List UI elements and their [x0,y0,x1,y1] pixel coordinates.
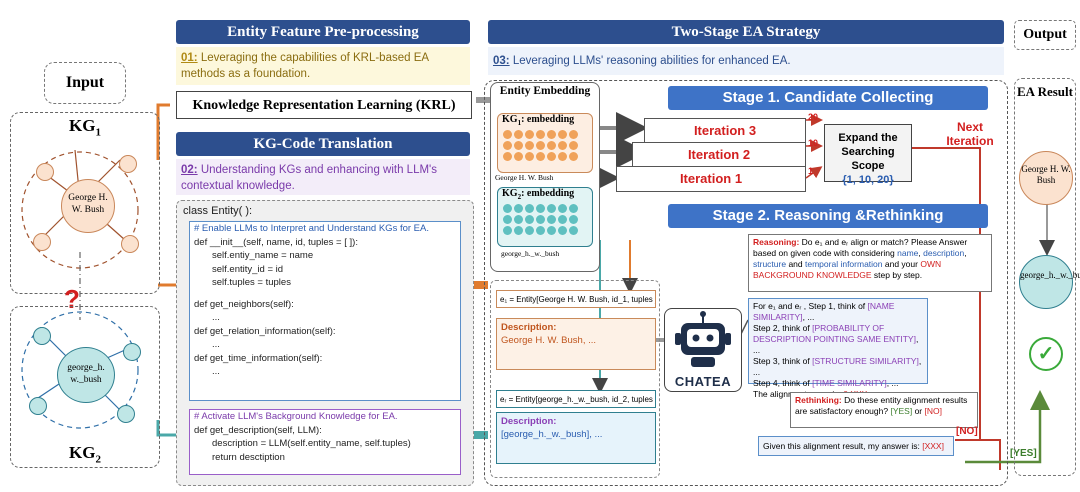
output-title: Output [1023,27,1067,42]
step02-box: 02: Understanding KGs and enhancing with… [176,159,470,195]
code-panel: class Entity( ): # Enable LLMs to Interp… [176,200,474,486]
kg2-node [117,405,135,423]
stage1-header: Stage 1. Candidate Collecting [668,86,988,110]
entity-cards-panel [490,280,660,478]
next-iteration-label: Next Iteration [946,120,994,148]
efp-header: Entity Feature Pre-processing [176,20,470,44]
kg2-node [29,397,47,415]
strategy-header: Two-Stage EA Strategy [488,20,1004,44]
kg2-node [123,343,141,361]
output-title-box: Output [1014,20,1076,50]
description-code-block: # Activate LLM's Background Knowledge fo… [189,409,461,475]
stage2-header: Stage 2. Reasoning &Rethinking [668,204,988,228]
embedding-label-1: George H. W. Bush [495,173,554,182]
kg1-label: KG1 [69,116,101,139]
entity-code-block: # Enable LLMs to Interpret and Understan… [189,221,461,401]
krl-box: Knowledge Representation Learning (KRL) [176,91,472,119]
step01-box: 01: Leveraging the capabilities of KRL-b… [176,47,470,85]
iteration-3: Iteration 3 [644,118,806,144]
iteration-1: Iteration 1 [616,166,806,192]
kg1-node [36,163,54,181]
iteration-2: Iteration 2 [632,142,806,168]
step03-box: 03: Leveraging LLMs' reasoning abilities… [488,47,1004,75]
kg1-node [33,233,51,251]
kg2-node [33,327,51,345]
embedding-title: Entity Embedding [499,85,591,97]
entity-embedding-panel: Entity Embedding KG1: embedding George H… [490,82,600,272]
e1-code: e₁ = Entity[George H. W. Bush, id_1, tup… [496,290,656,308]
kg1-node [119,155,137,173]
ea-result-label: EA Result [1017,84,1073,99]
kgct-header: KG-Code Translation [176,132,470,156]
code-class-line: class Entity( ): [183,205,253,217]
input-title: Input [65,74,105,91]
kg2-label: KG2 [69,443,101,466]
yes-flow-label: [YES] [1010,448,1037,459]
scope-10: 10 [808,138,819,148]
e1-description: Description: George H. W. Bush, ... [496,318,656,370]
answer-bubble: Given this alignment result, my answer i… [758,436,954,456]
embedding-label-2: george_h._w._bush [501,249,560,258]
no-flow-label: [NO] [956,426,978,437]
kg1-node [121,235,139,253]
kg1-entity-node: George H. W. Bush [61,179,115,233]
reasoning-bubble: Reasoning: Do e₁ and eᵣ align or match? … [748,234,992,292]
steps-bubble: For e₁ and eᵣ , Step 1, think of [NAME S… [748,298,928,399]
er-description: Description: [george_h._w._bush], ... [496,412,656,464]
output-panel: EA Result George H. W. Bush george_h._w.… [1014,78,1080,476]
output-node-2: george_h._w._bush [1019,255,1080,309]
check-icon: ✓ [1029,337,1063,371]
kg2-entity-node: george_h. w._bush [57,347,115,403]
er-code: eᵣ = Entity[george_h._w._bush, id_2, tup… [496,390,656,408]
chatea-label: CHATEA [674,374,732,389]
kg1-panel: KG1 George H. W. Bush [10,112,160,294]
expand-scope-box: Expand the Searching Scope {1, 10, 20} [824,124,912,186]
kg2-panel: george_h. w._bush KG2 [10,306,160,468]
robot-icon [675,311,731,367]
kg2-embedding: KG2: embedding [497,187,593,247]
strategy-panel [484,80,1008,486]
rethinking-bubble: Rethinking: Do these entity alignment re… [790,392,978,428]
output-node-1: George H. W. Bush [1019,151,1073,205]
input-title-box: Input [44,62,126,104]
scope-20: 20 [808,112,819,122]
chatea-agent: CHATEA [664,308,742,392]
kg1-embedding: KG1: embedding [497,113,593,173]
scope-1: 1 [808,166,814,176]
